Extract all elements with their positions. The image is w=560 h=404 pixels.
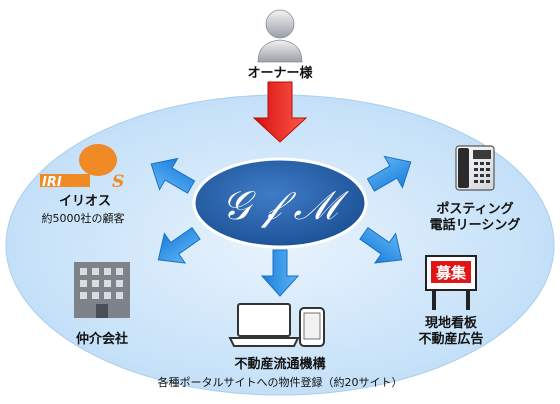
irios-logo: IRI S	[40, 144, 124, 192]
posting-line2: 電話リーシング	[429, 218, 521, 233]
signboard-icon: 募集	[425, 255, 477, 310]
red-down-arrow	[252, 81, 308, 143]
agency-label: 仲介会社	[75, 332, 128, 347]
owner-label: オーナー様	[247, 66, 313, 81]
irios-sub: 約5000社の顧客	[41, 212, 125, 225]
svg-text:募集: 募集	[435, 264, 467, 282]
irios-name: イリオス	[58, 194, 111, 209]
center-gfm-ellipse	[192, 157, 368, 249]
center-logo-text: 𝒢 𝒻 ℳ	[222, 183, 350, 229]
laptop-phone-icon	[228, 303, 325, 347]
building-icon	[74, 262, 130, 318]
phone-icon	[455, 145, 495, 191]
signboard-line1: 現地看板	[424, 316, 477, 331]
reins-label: 不動産流通機構	[234, 357, 326, 372]
svg-text:IRI: IRI	[42, 175, 62, 190]
person-icon	[257, 9, 303, 63]
svg-text:S: S	[112, 172, 124, 192]
signboard-line2: 不動産広告	[418, 332, 484, 347]
posting-line1: ポスティング	[436, 202, 514, 217]
reins-sub: 各種ポータルサイトへの物件登録（約20サイト）	[157, 376, 403, 389]
